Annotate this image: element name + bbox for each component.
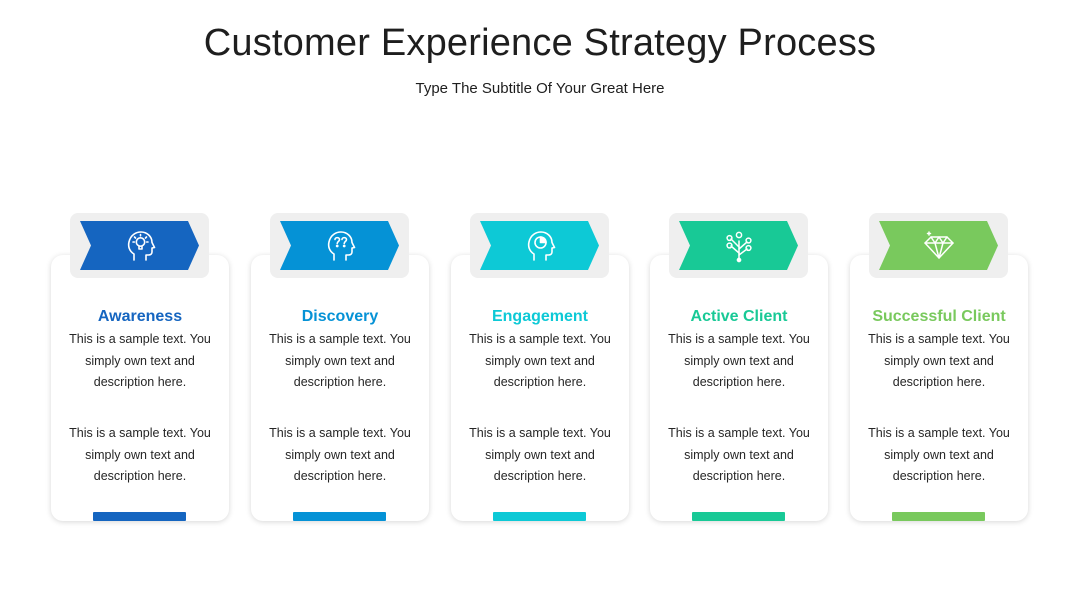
step-title: Discovery — [301, 308, 379, 325]
step-tab — [470, 213, 609, 278]
step-chevron — [879, 221, 998, 270]
step-chevron — [280, 221, 399, 270]
step-description: This is a sample text. You simply own te… — [469, 426, 611, 483]
step-card — [251, 255, 429, 521]
step-chevron — [80, 221, 199, 270]
step-title: Engagement — [491, 308, 588, 325]
step-description: This is a sample text. You simply own te… — [668, 426, 810, 483]
step-description: This is a sample text. You simply own te… — [69, 426, 211, 483]
step-tab — [669, 213, 808, 278]
step-discovery: Discovery This is a sample text. You sim… — [251, 213, 429, 523]
step-engagement: Engagement This is a sample text. You si… — [451, 213, 629, 523]
step-tab — [869, 213, 1008, 278]
step-tab — [270, 213, 409, 278]
step-description: This is a sample text. You simply own te… — [69, 332, 211, 389]
step-chevron — [480, 221, 599, 270]
step-description: This is a sample text. You simply own te… — [668, 332, 810, 389]
step-active-client: Active Client This is a sample text. You… — [650, 213, 828, 523]
step-title: Successful Client — [872, 308, 1006, 325]
step-description: This is a sample text. You simply own te… — [469, 332, 611, 389]
step-accent-bar — [892, 512, 985, 521]
step-awareness: Awareness This is a sample text. You sim… — [51, 213, 229, 523]
page-subtitle: Type The Subtitle Of Your Great Here — [415, 80, 665, 97]
step-title: Active Client — [690, 308, 788, 325]
page-title: Customer Experience Strategy Process — [203, 22, 877, 64]
step-description: This is a sample text. You simply own te… — [269, 426, 411, 483]
head-lightbulb-icon — [127, 231, 156, 261]
step-tab — [70, 213, 209, 278]
step-card — [650, 255, 828, 521]
step-description: This is a sample text. You simply own te… — [868, 426, 1010, 483]
step-description: This is a sample text. You simply own te… — [269, 332, 411, 389]
step-card — [451, 255, 629, 521]
step-card — [51, 255, 229, 521]
money-tree-icon — [726, 231, 752, 263]
step-accent-bar — [493, 512, 586, 521]
step-card — [850, 255, 1028, 521]
step-description: This is a sample text. You simply own te… — [868, 332, 1010, 389]
step-chevron — [679, 221, 798, 270]
head-question-icon — [327, 231, 356, 261]
step-title: Awareness — [97, 308, 183, 325]
step-accent-bar — [93, 512, 186, 521]
step-successful-client: Successful Client This is a sample text.… — [850, 213, 1028, 523]
step-accent-bar — [293, 512, 386, 521]
diamond-icon — [924, 231, 954, 259]
head-pie-chart-icon — [527, 231, 556, 261]
step-accent-bar — [692, 512, 785, 521]
